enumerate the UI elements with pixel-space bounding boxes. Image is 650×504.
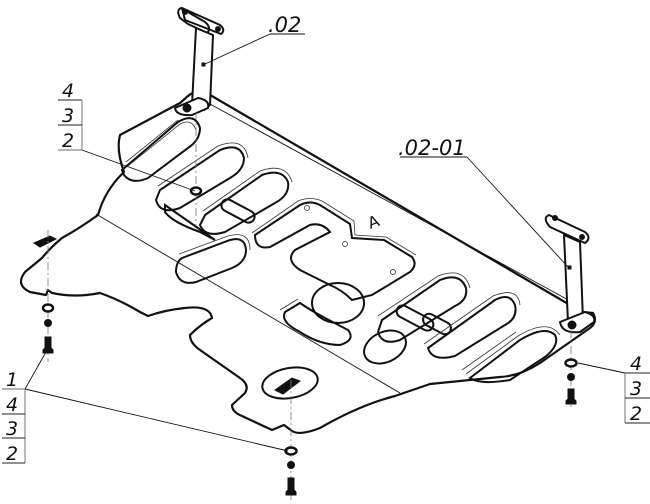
- fastener-right: [564, 330, 578, 410]
- callout-bracket-front: .02: [268, 13, 301, 37]
- stack-lower-left-item-3: 3: [6, 418, 18, 440]
- parts-stack-lower-left: 1 4 3 2: [2, 369, 26, 465]
- emboss-slots: A: [120, 117, 561, 384]
- stack-right-item-2: 3: [630, 378, 642, 400]
- round-hole: [311, 282, 365, 324]
- plate-mark-label: A: [365, 211, 382, 233]
- stack-right-item-1: 4: [630, 353, 642, 375]
- bracket-rear: [544, 214, 596, 334]
- stack-upper-left-item-3: 2: [62, 130, 74, 152]
- fastener-left: [41, 230, 55, 362]
- leader-lines: [24, 33, 626, 452]
- front-mount-recess: [261, 366, 319, 400]
- bolt-hole: [182, 103, 192, 113]
- parts-stack-upper-left: 4 3 2: [58, 80, 83, 152]
- bolt-hole: [567, 320, 577, 330]
- left-mount-tab: [32, 235, 58, 248]
- fastener-upper-left: [189, 112, 203, 225]
- plate-outline: [19, 90, 597, 435]
- stack-lower-left-item-2: 4: [6, 394, 18, 416]
- plate-bend-line: [95, 213, 401, 394]
- stack-right-item-3: 2: [630, 403, 642, 425]
- stack-upper-left-item-1: 4: [62, 80, 74, 102]
- stack-upper-left-item-2: 3: [62, 105, 74, 127]
- bracket-front: [174, 7, 225, 117]
- fastener-front: [284, 380, 298, 500]
- front-mount-tab: [274, 377, 302, 395]
- parts-stack-right: 4 3 2: [624, 353, 650, 425]
- skid-plate: A: [19, 90, 597, 435]
- stack-lower-left-item-1: 1: [6, 369, 18, 391]
- stack-lower-left-item-4: 2: [6, 443, 18, 465]
- callout-bracket-rear: .02-01: [398, 136, 466, 160]
- plate-back-edge: [209, 103, 573, 303]
